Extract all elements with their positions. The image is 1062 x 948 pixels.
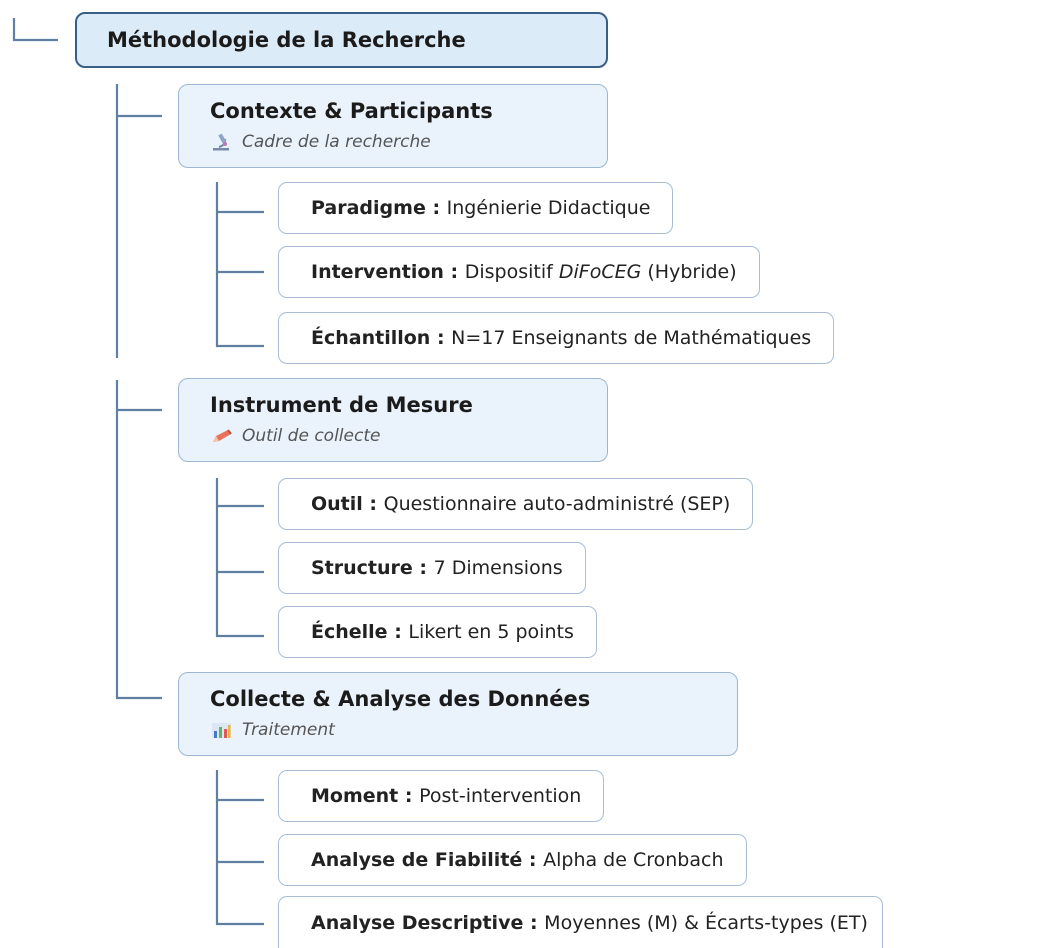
root-node: Méthodologie de la Recherche xyxy=(75,12,608,68)
leaf-echelle: Échelle : Likert en 5 points xyxy=(278,606,597,658)
section-subtitle-row: Outil de collecte xyxy=(210,425,607,447)
leaf-value-emphasis: DiFoCEG xyxy=(558,261,642,283)
leaf-value: Ingénierie Didactique xyxy=(446,197,651,219)
leaf-separator: : xyxy=(398,785,420,807)
leaf-key: Outil xyxy=(311,493,363,515)
leaf-separator: : xyxy=(425,197,447,219)
leaf-value: 7 Dimensions xyxy=(433,557,563,579)
leaf-value: Likert en 5 points xyxy=(408,621,574,643)
pencil-icon xyxy=(210,426,234,446)
leaf-key: Échelle xyxy=(311,621,388,643)
leaf-key: Intervention xyxy=(311,261,444,283)
leaf-structure: Structure : 7 Dimensions xyxy=(278,542,586,594)
section-instrument-mesure: Instrument de Mesure Outil de collecte xyxy=(178,378,608,462)
section-subtitle-row: Cadre de la recherche xyxy=(210,131,607,153)
leaf-key: Échantillon xyxy=(311,327,431,349)
section-title: Contexte & Participants xyxy=(210,99,493,123)
leaf-value: Moyennes (M) & Écarts-types (ET) xyxy=(544,911,868,934)
section-subtitle: Cadre de la recherche xyxy=(242,132,431,152)
leaf-separator: : xyxy=(522,849,544,871)
section-subtitle-row: Traitement xyxy=(210,719,737,741)
section-subtitle: Outil de collecte xyxy=(242,426,381,446)
root-title: Méthodologie de la Recherche xyxy=(107,28,466,52)
leaf-moment: Moment : Post-intervention xyxy=(278,770,605,822)
leaf-value: Post-intervention xyxy=(419,785,582,807)
bar-chart-icon xyxy=(210,720,234,740)
leaf-separator: : xyxy=(523,911,545,934)
leaf-outil: Outil : Questionnaire auto-administré (S… xyxy=(278,478,754,530)
leaf-separator: : xyxy=(412,557,434,579)
leaf-value: Dispositif xyxy=(464,261,559,283)
leaf-value-suffix: (Hybride) xyxy=(641,261,737,283)
leaf-value: Questionnaire auto-administré (SEP) xyxy=(383,493,731,515)
leaf-separator: : xyxy=(362,493,384,515)
section-subtitle: Traitement xyxy=(242,720,335,740)
leaf-analyse-descriptive: Analyse Descriptive : Moyennes (M) & Éca… xyxy=(278,896,883,948)
section-context-participants: Contexte & Participants Cadre de la rech… xyxy=(178,84,608,168)
microscope-icon xyxy=(210,132,234,152)
leaf-separator: : xyxy=(387,621,409,643)
leaf-key: Analyse Descriptive xyxy=(311,911,524,934)
leaf-paradigme: Paradigme : Ingénierie Didactique xyxy=(278,182,674,234)
section-title: Instrument de Mesure xyxy=(210,393,473,417)
leaf-key: Structure xyxy=(311,557,413,579)
leaf-intervention: Intervention : Dispositif DiFoCEG (Hybri… xyxy=(278,246,760,298)
section-title: Collecte & Analyse des Données xyxy=(210,687,591,711)
section-collecte-analyse: Collecte & Analyse des Données Traitemen… xyxy=(178,672,738,756)
leaf-echantillon: Échantillon : N=17 Enseignants de Mathém… xyxy=(278,312,835,364)
leaf-analyse-fiabilite: Analyse de Fiabilité : Alpha de Cronbach xyxy=(278,834,747,886)
leaf-key: Analyse de Fiabilité xyxy=(311,849,523,871)
leaf-value: Alpha de Cronbach xyxy=(543,849,724,871)
leaf-key: Paradigme xyxy=(311,197,426,219)
leaf-separator: : xyxy=(430,327,452,349)
leaf-key: Moment xyxy=(311,785,399,807)
leaf-value: N=17 Enseignants de Mathématiques xyxy=(451,327,812,349)
leaf-separator: : xyxy=(443,261,465,283)
